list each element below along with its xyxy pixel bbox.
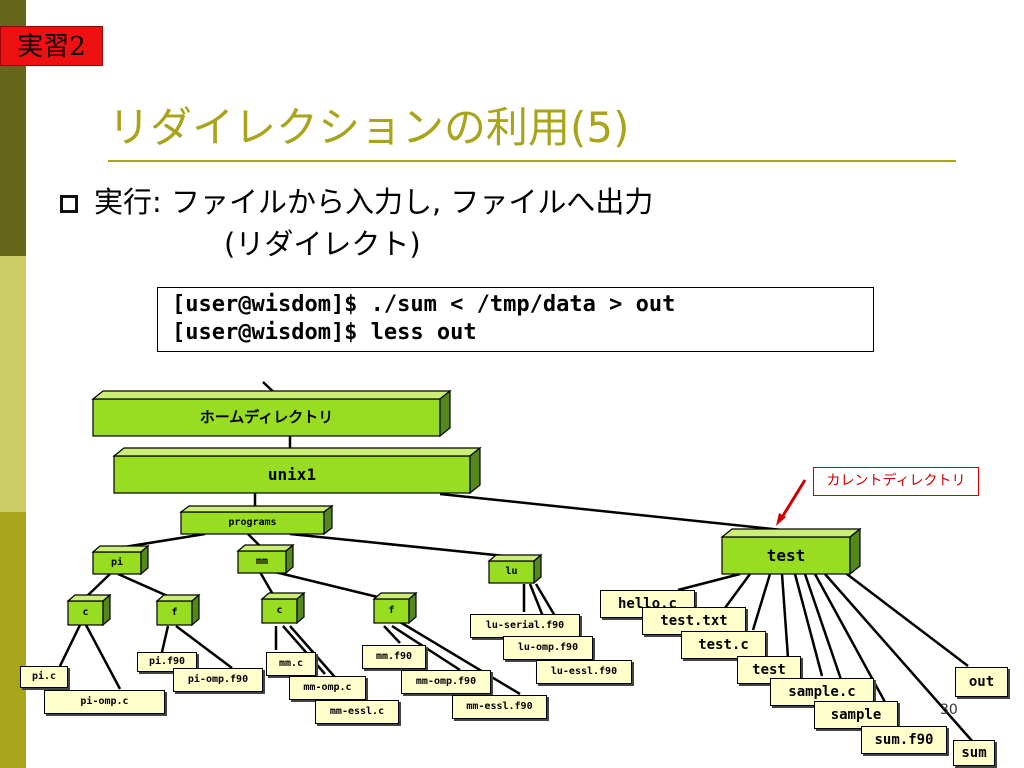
file-mm-omp-c: mm-omp.c [289,676,366,700]
file-mm-omp-f90: mm-omp.f90 [401,670,491,694]
file-sample: sample [814,701,898,729]
file-mm-essl-f90: mm-essl.f90 [452,695,547,719]
file-sum-f90: sum.f90 [861,726,947,754]
file-lu-omp-f90: lu-omp.f90 [503,636,593,660]
test-folder-label: test [766,546,806,565]
file-pi-c: pi.c [20,666,68,688]
file-mm-essl-c: mm-essl.c [315,700,399,724]
command-line-2: [user@wisdom]$ less out [172,320,477,345]
lu-folder-label: lu [505,566,518,577]
page-number: 30 [940,702,958,718]
mm-folder-label: mm [255,556,269,567]
pi-folder-label: pi [110,557,124,568]
file-sum: sum [953,740,995,766]
file-test: test [737,656,801,684]
exercise-badge: 実習2 [0,26,103,66]
file-mm-f90: mm.f90 [362,645,426,669]
file-pi-omp-f90: pi-omp.f90 [173,668,263,692]
side-strip-middle [0,256,26,512]
bullet-text-line2: (リダイレクト) [224,227,421,261]
file-mm-c: mm.c [266,652,316,676]
pi-c-folder-label: c [82,607,89,618]
title-divider [108,160,956,162]
programs-folder-label: programs [228,517,277,528]
pi-f-folder-label: f [171,607,178,618]
file-lu-serial-f90: lu-serial.f90 [470,614,580,638]
bullet-text-line1: 実行: ファイルから入力し, ファイルへ出力 [94,185,654,219]
page-title: リダイレクションの利用(5) [108,103,630,152]
file-lu-essl-f90: lu-essl.f90 [536,660,632,684]
file-pi-f90: pi.f90 [137,652,197,672]
home-directory-label: ホームディレクトリ [199,408,334,426]
mm-c-folder-label: c [276,605,283,616]
file-pi-omp-c: pi-omp.c [44,690,165,714]
file-test-txt: test.txt [642,607,746,635]
command-box: [user@wisdom]$ ./sum < /tmp/data > out [… [157,287,874,352]
unix1-folder-label: unix1 [267,465,317,484]
mm-f-folder-label: f [388,605,395,616]
current-directory-callout: カレントディレクトリ [813,467,979,496]
file-out: out [955,667,1008,697]
bullet-square-icon [60,195,78,213]
file-test-c: test.c [681,631,766,659]
command-line-1: [user@wisdom]$ ./sum < /tmp/data > out [172,292,676,317]
side-strip-bottom [0,512,26,768]
